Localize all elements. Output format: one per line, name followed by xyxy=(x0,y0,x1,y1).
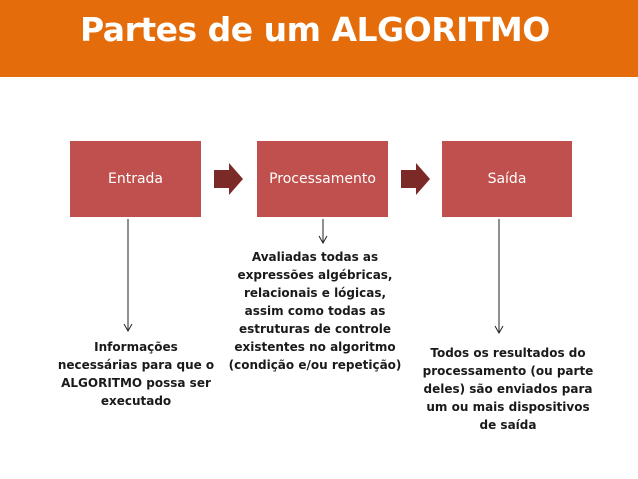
description-saida: Todos os resultados do processamento (ou… xyxy=(422,346,594,432)
title-bar: Partes de um ALGORITMO xyxy=(0,0,638,77)
flow-arrow-icon xyxy=(214,163,243,195)
flow-arrow-icon xyxy=(401,163,430,195)
description-entrada: Informações necessárias para que o ALGOR… xyxy=(57,340,215,408)
step-box-processamento: Processamento xyxy=(257,141,388,217)
step-label-processamento: Processamento xyxy=(269,171,376,187)
step-box-saida: Saída xyxy=(442,141,572,217)
step-box-entrada: Entrada xyxy=(70,141,201,217)
description-processamento: Avaliadas todas as expressões algébricas… xyxy=(228,250,402,372)
step-label-entrada: Entrada xyxy=(107,171,163,187)
page-title: Partes de um ALGORITMO xyxy=(80,10,550,49)
step-label-saida: Saída xyxy=(487,171,527,187)
